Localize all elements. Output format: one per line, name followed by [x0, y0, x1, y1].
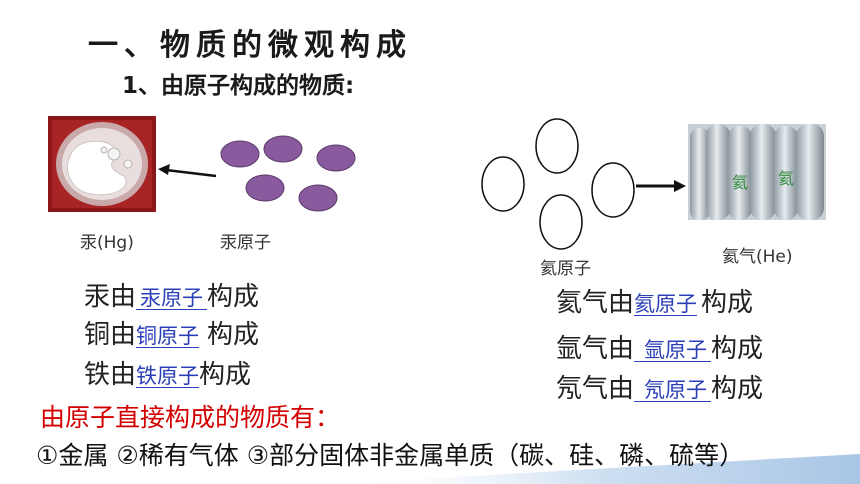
helium-atoms [481, 118, 635, 250]
fill-row-argon: 氩气由氩原子构成 [556, 334, 764, 364]
mercury-image-caption: 汞(Hg) [80, 233, 134, 253]
fill-row-iron: 铁由铁原子构成 [84, 360, 252, 390]
cylinder-label: 氦 [732, 173, 748, 192]
fill-row-copper: 铜由铜原子构成 [84, 320, 260, 350]
mercury-atom [298, 184, 338, 212]
answer-blank: 汞原子 [136, 287, 208, 311]
helium-atom [535, 118, 579, 174]
fill-row-helium: 氦气由氦原子构成 [556, 288, 754, 318]
page-title: 一、物质的微观构成 [88, 28, 412, 63]
cylinder-label: 氦 [778, 169, 794, 188]
answer-blank: 铜原子 [136, 324, 200, 349]
summary-body: ①金属 ②稀有气体 ③部分固体非金属单质（碳、硅、磷、硫等） [36, 441, 745, 470]
fill-row-mercury: 汞由汞原子构成 [84, 282, 260, 312]
mercury-atom [245, 174, 285, 202]
helium-image-caption: 氦气(He) [722, 247, 793, 267]
mercury-atoms [220, 135, 356, 212]
helium-cylinders-image: 氦 氦 [688, 124, 826, 220]
answer-blank: 铁原子 [136, 364, 200, 389]
answer-blank: 氖原子 [634, 379, 712, 403]
mercury-atom-caption: 汞原子 [220, 233, 271, 253]
helium-atom [481, 156, 525, 212]
mercury-atom [220, 140, 260, 168]
mercury-atom [263, 135, 303, 163]
decorative-band [330, 454, 860, 484]
arrow-left-icon [158, 164, 217, 178]
helium-atom [591, 162, 635, 218]
arrow-right-icon [636, 180, 686, 192]
mercury-atom [316, 144, 356, 172]
fill-row-neon: 氖气由氖原子构成 [556, 374, 764, 404]
answer-blank: 氦原子 [634, 292, 698, 317]
mercury-dish-image [48, 116, 156, 212]
helium-atom-caption: 氦原子 [540, 259, 591, 279]
section-subtitle: 1、由原子构成的物质: [122, 73, 355, 99]
answer-blank: 氩原子 [634, 339, 712, 363]
helium-atom [539, 194, 583, 250]
summary-heading: 由原子直接构成的物质有： [40, 403, 341, 432]
